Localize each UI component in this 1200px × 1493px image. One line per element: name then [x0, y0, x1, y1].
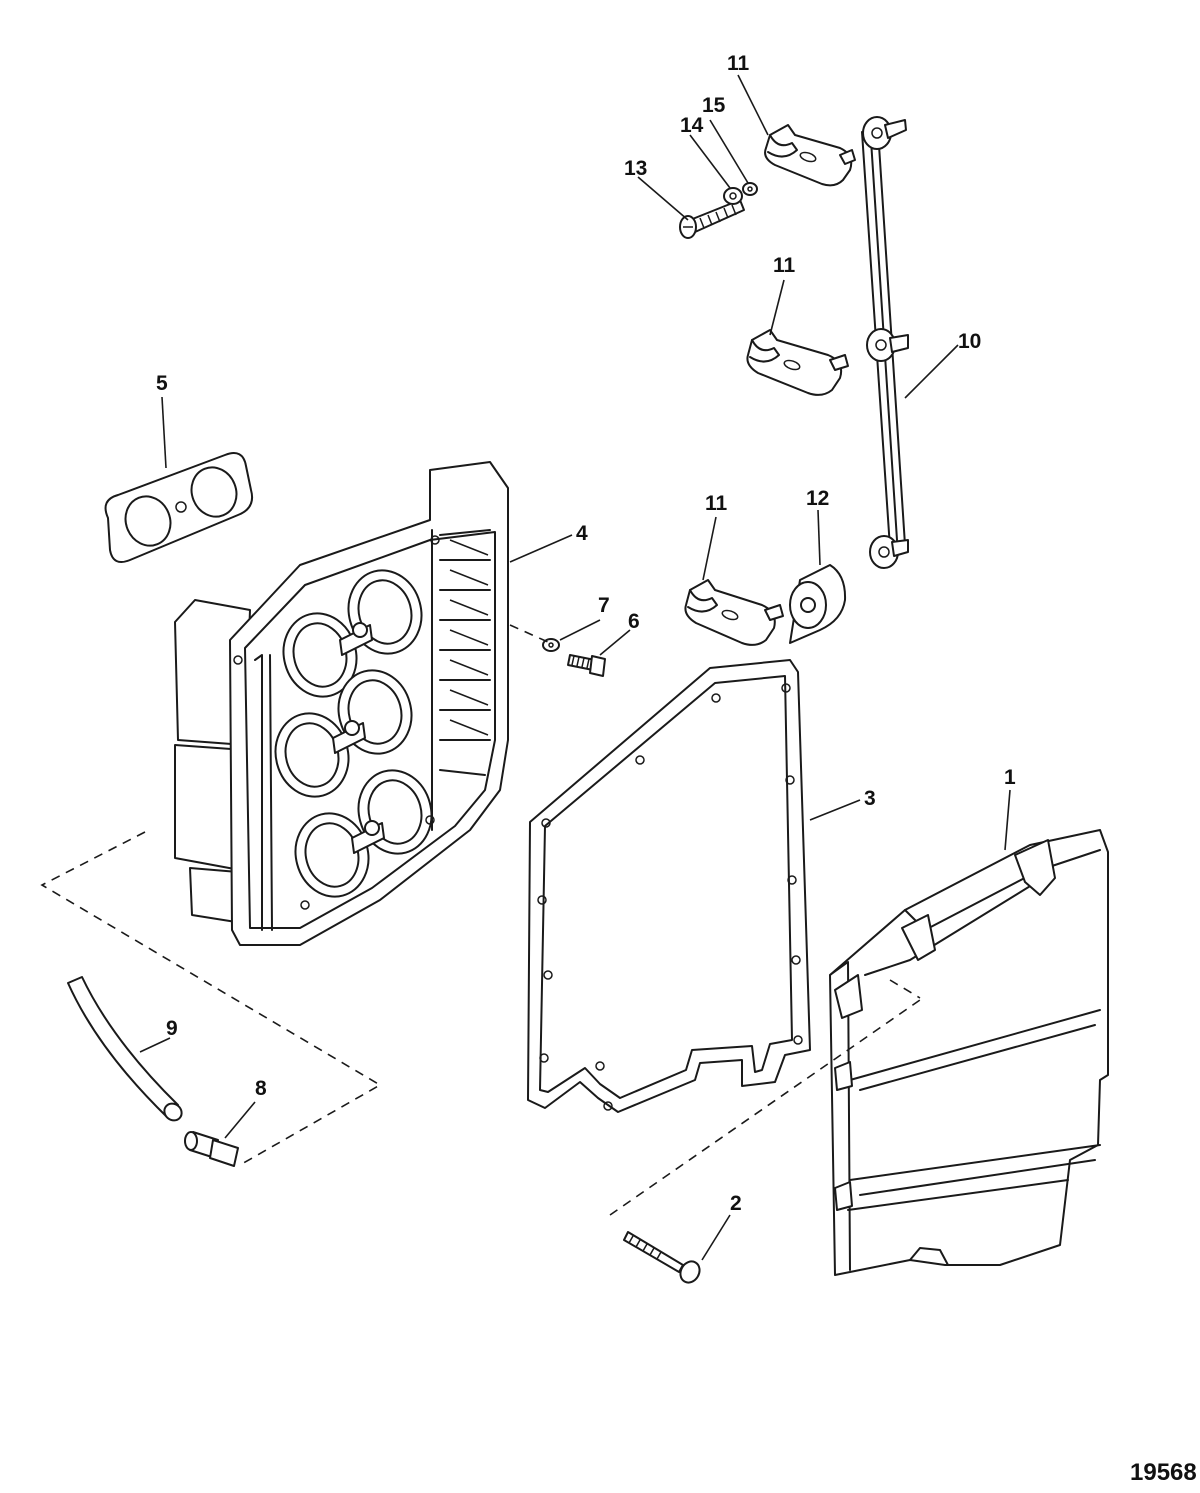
callout-14: 14 — [680, 114, 704, 137]
callout-11-middle: 11 — [773, 254, 796, 277]
callout-10: 10 — [958, 330, 981, 353]
part-10-link-rod — [861, 116, 909, 569]
part-5-gasket — [104, 452, 254, 563]
callout-2: 2 — [730, 1192, 742, 1215]
part-9-hose — [67, 976, 183, 1122]
callout-4: 4 — [576, 522, 588, 545]
callout-11-top: 11 — [727, 52, 750, 75]
callout-11-lower: 11 — [705, 492, 728, 515]
part-15-washer — [742, 182, 758, 196]
callout-12: 12 — [806, 487, 829, 510]
part-12-roller — [789, 564, 847, 644]
callout-8: 8 — [255, 1077, 267, 1100]
figure-number: 19568 — [1130, 1459, 1197, 1486]
part-2-screw — [623, 1231, 701, 1284]
callout-6: 6 — [628, 610, 640, 633]
part-8-fitting — [184, 1131, 239, 1167]
callout-13: 13 — [624, 157, 647, 180]
part-6-bolt — [567, 654, 606, 677]
part-3-gasket — [527, 659, 811, 1113]
callout-7: 7 — [598, 594, 610, 617]
callout-9: 9 — [166, 1017, 178, 1040]
part-11-clip-top — [764, 124, 856, 187]
part-4-reed-block-plate — [174, 461, 509, 946]
part-13-screw — [679, 199, 745, 239]
part-11-clip-lower — [684, 579, 784, 646]
part-1-cover — [829, 829, 1109, 1276]
part-11-clip-middle — [746, 329, 849, 396]
callout-labels: 1 2 3 4 5 6 7 8 9 10 11 11 11 12 13 14 1… — [156, 52, 1016, 1215]
dashed-assembly-lines — [40, 624, 921, 1216]
callout-5: 5 — [156, 372, 168, 395]
callout-3: 3 — [864, 787, 876, 810]
part-14-washer — [723, 187, 743, 205]
leader-lines — [139, 74, 1011, 1261]
callout-15: 15 — [702, 94, 726, 117]
callout-1: 1 — [1004, 766, 1016, 789]
